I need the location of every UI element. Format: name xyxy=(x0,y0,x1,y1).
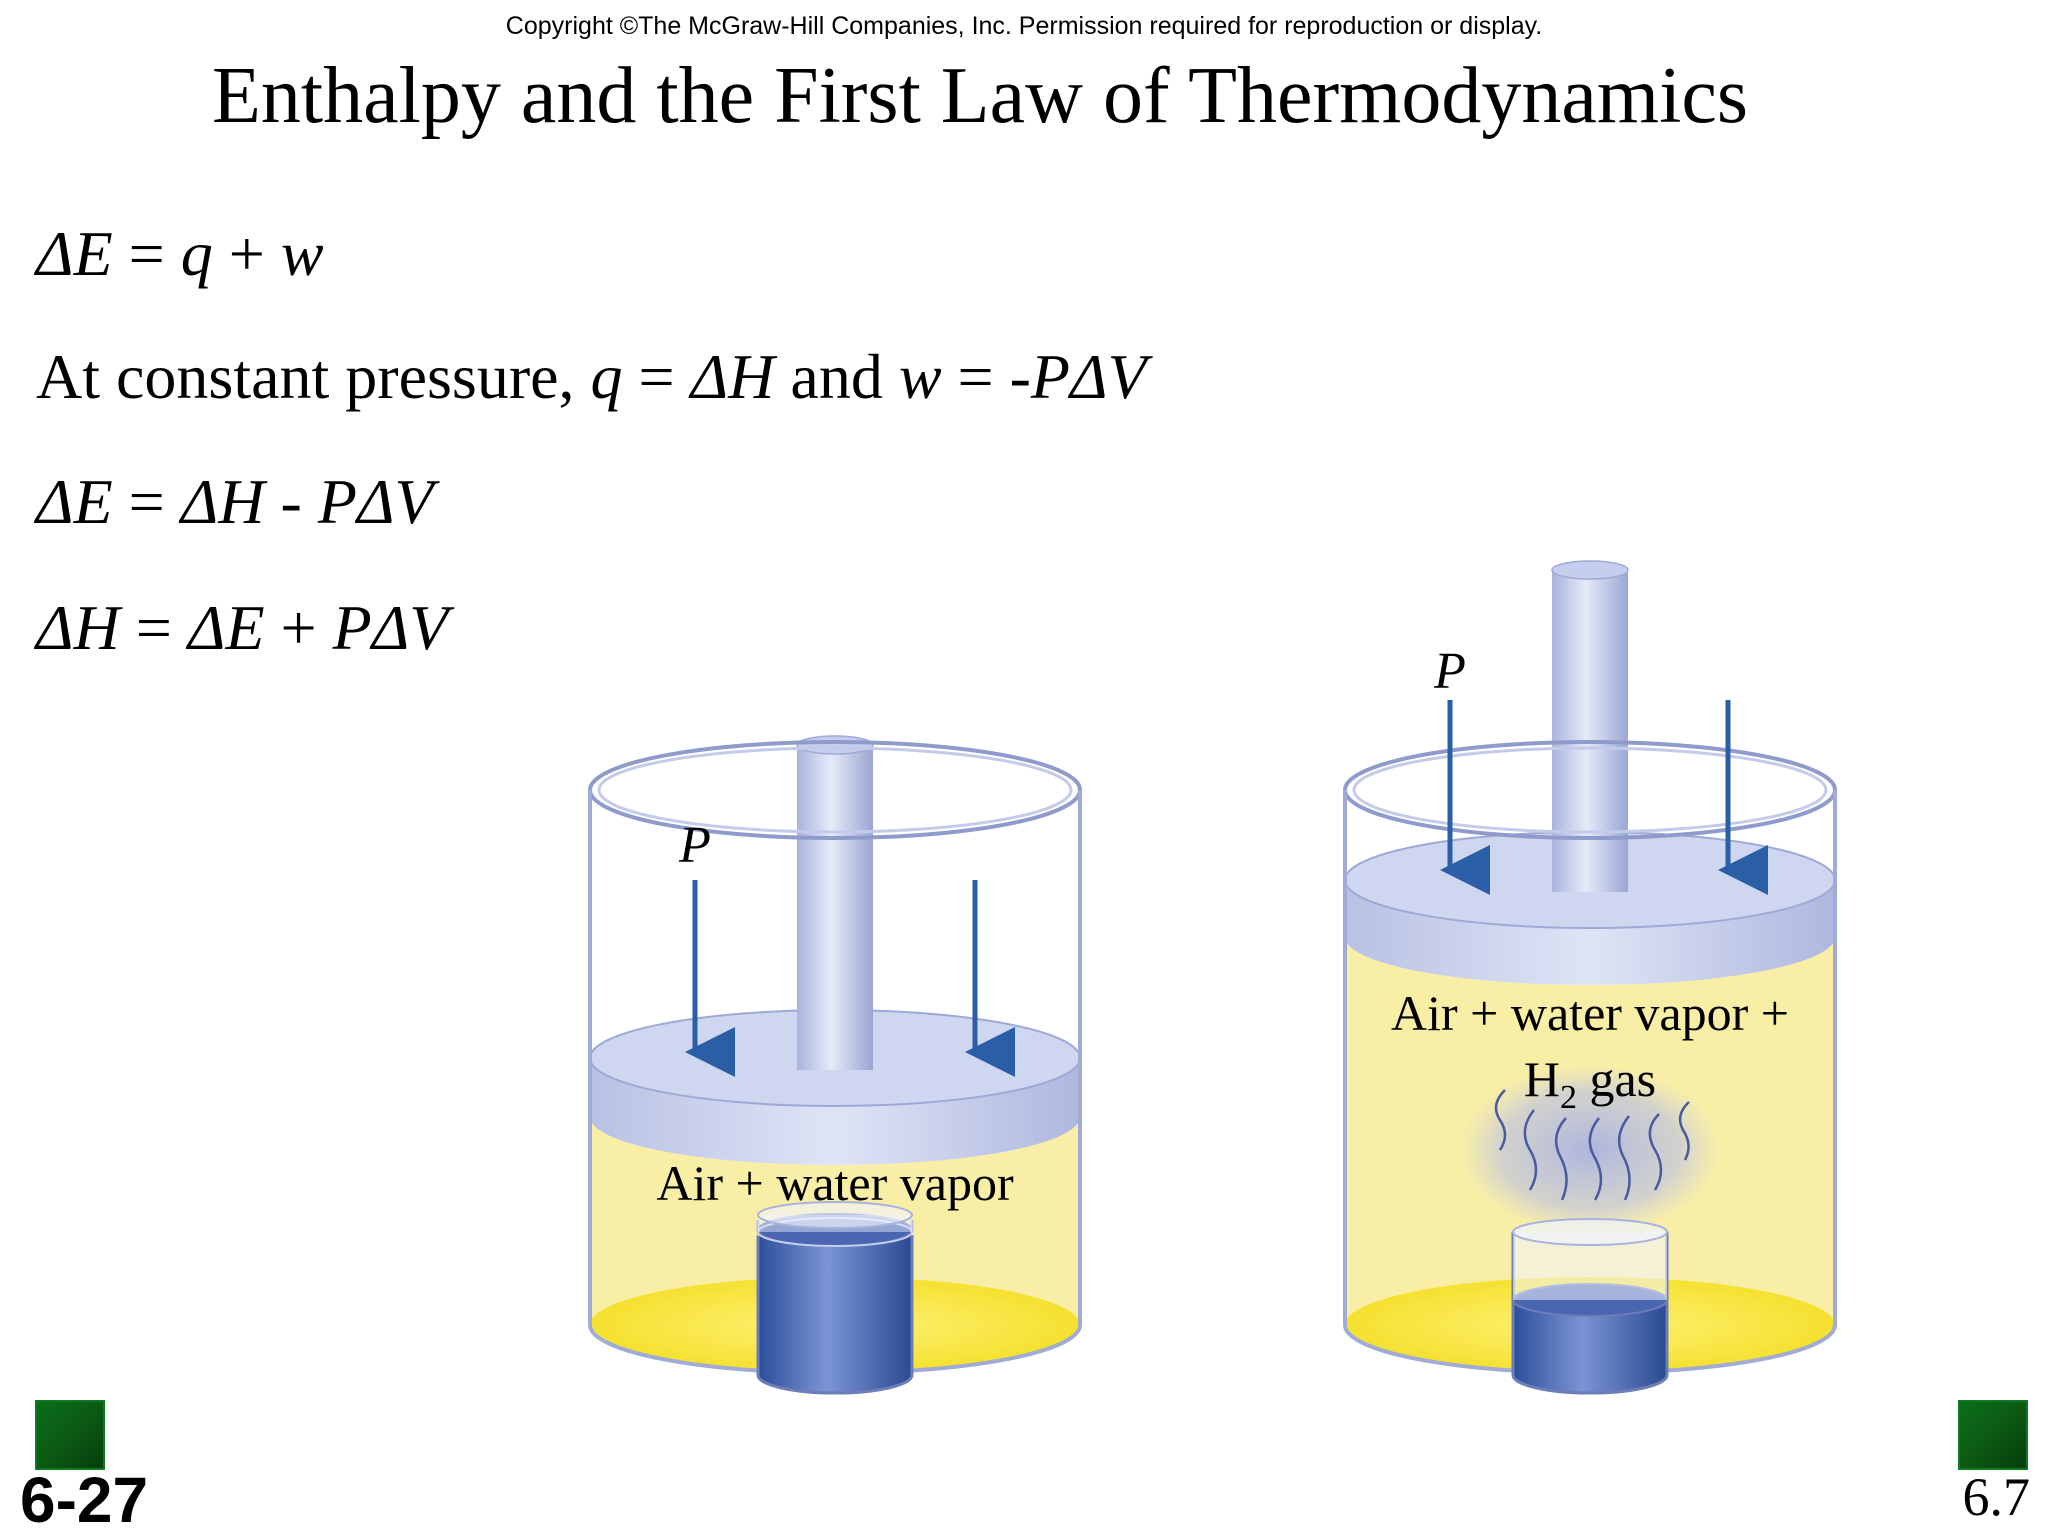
eq1-w: w xyxy=(280,218,324,289)
eq3-pdv: PΔV xyxy=(317,466,434,537)
eq2-q: q xyxy=(590,341,623,412)
prev-slide-button[interactable] xyxy=(35,1400,105,1470)
eq3-eq: = xyxy=(112,466,181,537)
eq2-and: and xyxy=(774,341,899,412)
h2-subscript: 2 xyxy=(1560,1079,1577,1116)
right-cylinder: P Air + water vapor + H2 gas xyxy=(1343,560,1837,1395)
gas-wisps xyxy=(1494,1089,1690,1201)
eq3-minus: - xyxy=(264,466,318,537)
eq1-lhs: ΔE xyxy=(36,218,113,289)
eq1-op1: = xyxy=(112,218,181,289)
eq3-dh: ΔH xyxy=(180,466,265,537)
eq4-lhs: ΔH xyxy=(36,592,120,663)
eq3-lhs: ΔE xyxy=(36,466,113,537)
right-gas-label-line2: H2 gas xyxy=(1524,1051,1656,1116)
next-slide-button[interactable] xyxy=(1958,1400,2028,1470)
eq4-de: ΔE xyxy=(187,592,265,663)
equation-constant-pressure: At constant pressure, q = ΔH and w = -PΔ… xyxy=(36,345,1147,409)
eq4-pdv: PΔV xyxy=(332,592,449,663)
left-cylinder: P Air + water vapor xyxy=(588,735,1082,1395)
right-gas-label-line1: Air + water vapor + xyxy=(1391,985,1789,1041)
eq2-w: w xyxy=(898,341,942,412)
eq2-prefix: At constant pressure, xyxy=(36,341,591,412)
slide-title: Enthalpy and the First Law of Thermodyna… xyxy=(212,52,1748,140)
h2-rest: gas xyxy=(1577,1051,1656,1107)
section-number: 6.7 xyxy=(1962,1467,2031,1527)
right-pressure-label: P xyxy=(1433,643,1466,700)
equation-energy: ΔE = ΔH - PΔV xyxy=(36,470,434,534)
eq1-op2: + xyxy=(212,218,281,289)
slide-number: 6-27 xyxy=(20,1464,149,1536)
copyright-notice: Copyright ©The McGraw-Hill Companies, In… xyxy=(505,12,1543,40)
equation-first-law: ΔE = q + w xyxy=(36,222,324,286)
eq2-eq1: = xyxy=(622,341,691,412)
eq4-plus: + xyxy=(264,592,333,663)
eq2-dh: ΔH xyxy=(690,341,775,412)
left-gas-label: Air + water vapor xyxy=(656,1155,1014,1211)
left-pressure-label: P xyxy=(678,817,711,874)
eq4-eq: = xyxy=(119,592,188,663)
eq1-q: q xyxy=(180,218,213,289)
eq2-eq2: = - xyxy=(941,341,1031,412)
eq2-pdv: PΔV xyxy=(1030,341,1147,412)
equation-enthalpy: ΔH = ΔE + PΔV xyxy=(36,596,448,660)
h2-h: H xyxy=(1524,1051,1560,1107)
